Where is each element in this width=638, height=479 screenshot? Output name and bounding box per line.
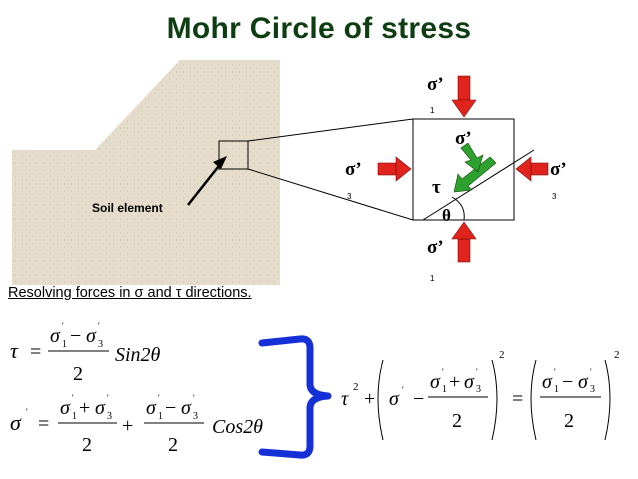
svg-text:+: +: [79, 397, 90, 419]
projection-line-bottom: [247, 168, 414, 221]
caption-text: Resolving forces in σ and τ directions.: [8, 285, 252, 301]
soil-element-box: [218, 140, 249, 170]
sigma1-bottom-label: σ’: [427, 237, 444, 258]
page-title: Mohr Circle of stress: [166, 12, 472, 45]
svg-text:': ': [554, 367, 556, 377]
svg-text:σ: σ: [389, 388, 400, 410]
svg-text:': ': [107, 393, 109, 403]
svg-text:σ: σ: [95, 397, 106, 419]
svg-text:σ: σ: [181, 397, 192, 419]
svg-text:τ: τ: [341, 388, 349, 410]
svg-text:2: 2: [82, 434, 92, 456]
svg-text:2: 2: [452, 410, 462, 432]
svg-text:': ': [193, 393, 195, 403]
equation-shear: τ = σ ' 1 − σ ' 3 2 Sin2θ: [10, 321, 161, 385]
svg-text:σ: σ: [10, 410, 22, 435]
svg-text:σ: σ: [430, 371, 441, 393]
svg-text:1: 1: [72, 411, 77, 422]
sigma3-right-label: σ’: [550, 159, 567, 180]
svg-text:': ': [158, 393, 160, 403]
svg-text:1: 1: [554, 384, 559, 395]
svg-text:3: 3: [107, 411, 112, 422]
svg-text:': ': [402, 385, 404, 395]
soil-slope: [12, 60, 280, 285]
svg-text:σ: σ: [542, 371, 553, 393]
svg-text:+: +: [364, 388, 375, 410]
svg-text:': ': [442, 367, 444, 377]
arrow-top: [451, 75, 477, 118]
svg-text:=: =: [38, 413, 49, 435]
svg-text:2: 2: [73, 363, 83, 385]
svg-text:+: +: [122, 415, 133, 437]
sigma1-top-label: σ’: [427, 74, 444, 95]
arrow-bottom: [451, 221, 477, 263]
arrow-left: [377, 156, 412, 182]
svg-text:1: 1: [442, 384, 447, 395]
svg-text:−: −: [70, 325, 81, 347]
sigma3-right-subscript: 3: [552, 192, 557, 201]
svg-text:−: −: [562, 371, 573, 393]
pointer-arrowhead: [213, 156, 227, 169]
svg-text:+: +: [449, 371, 460, 393]
svg-text:τ: τ: [10, 338, 19, 363]
soil-element-pointer: [187, 161, 223, 206]
svg-text:=: =: [512, 388, 523, 410]
theta-arc: [451, 196, 465, 221]
svg-text:3: 3: [98, 339, 103, 350]
svg-text:1: 1: [158, 411, 163, 422]
blue-brace: [258, 335, 332, 459]
svg-text:Cos2θ: Cos2θ: [212, 416, 263, 438]
sigma3-left-label: σ’: [345, 159, 362, 180]
svg-text:3: 3: [193, 411, 198, 422]
svg-text:': ': [98, 321, 100, 331]
sigma-normal-label: σ’: [455, 128, 472, 149]
arrow-right: [515, 156, 549, 182]
arrow-shear-green: [460, 142, 484, 173]
svg-text:σ: σ: [60, 397, 71, 419]
svg-text:2: 2: [499, 349, 505, 361]
svg-text:': ': [590, 367, 592, 377]
svg-text:': ': [62, 321, 64, 331]
svg-text:σ: σ: [464, 371, 475, 393]
svg-text:': ': [26, 407, 28, 417]
svg-text:−: −: [165, 397, 176, 419]
theta-label: θ: [442, 206, 451, 225]
svg-text:2: 2: [353, 381, 359, 393]
svg-text:=: =: [30, 341, 41, 363]
svg-text:': ': [72, 393, 74, 403]
svg-text:2: 2: [614, 349, 620, 361]
svg-text:σ: σ: [146, 397, 157, 419]
svg-text:3: 3: [590, 384, 595, 395]
soil-element-label: Soil element: [92, 201, 163, 215]
svg-text:3: 3: [476, 384, 481, 395]
svg-text:σ: σ: [50, 325, 61, 347]
inclined-plane: [422, 149, 535, 221]
svg-text:−: −: [413, 388, 424, 410]
svg-text:': ': [476, 367, 478, 377]
tau-label: τ: [432, 177, 441, 198]
arrow-normal-green: [453, 156, 497, 193]
projection-line-top: [247, 118, 414, 142]
svg-text:2: 2: [564, 410, 574, 432]
equation-mohr-circle: τ 2 + σ ' − σ ' 1 + σ ' 3 2 2 = σ ' 1 − …: [341, 349, 620, 441]
svg-text:Sin2θ: Sin2θ: [115, 344, 161, 366]
sigma1-top-subscript: 1: [430, 106, 435, 115]
sigma1-bottom-subscript: 1: [430, 274, 435, 283]
svg-text:2: 2: [168, 434, 178, 456]
stress-element-square: [412, 118, 515, 221]
svg-text:1: 1: [62, 339, 67, 350]
svg-text:σ: σ: [86, 325, 97, 347]
sigma3-left-subscript: 3: [347, 192, 352, 201]
equation-normal: σ ' = σ ' 1 + σ ' 3 2 + σ ' 1 − σ ' 3 2 …: [10, 393, 263, 456]
svg-text:σ: σ: [578, 371, 589, 393]
